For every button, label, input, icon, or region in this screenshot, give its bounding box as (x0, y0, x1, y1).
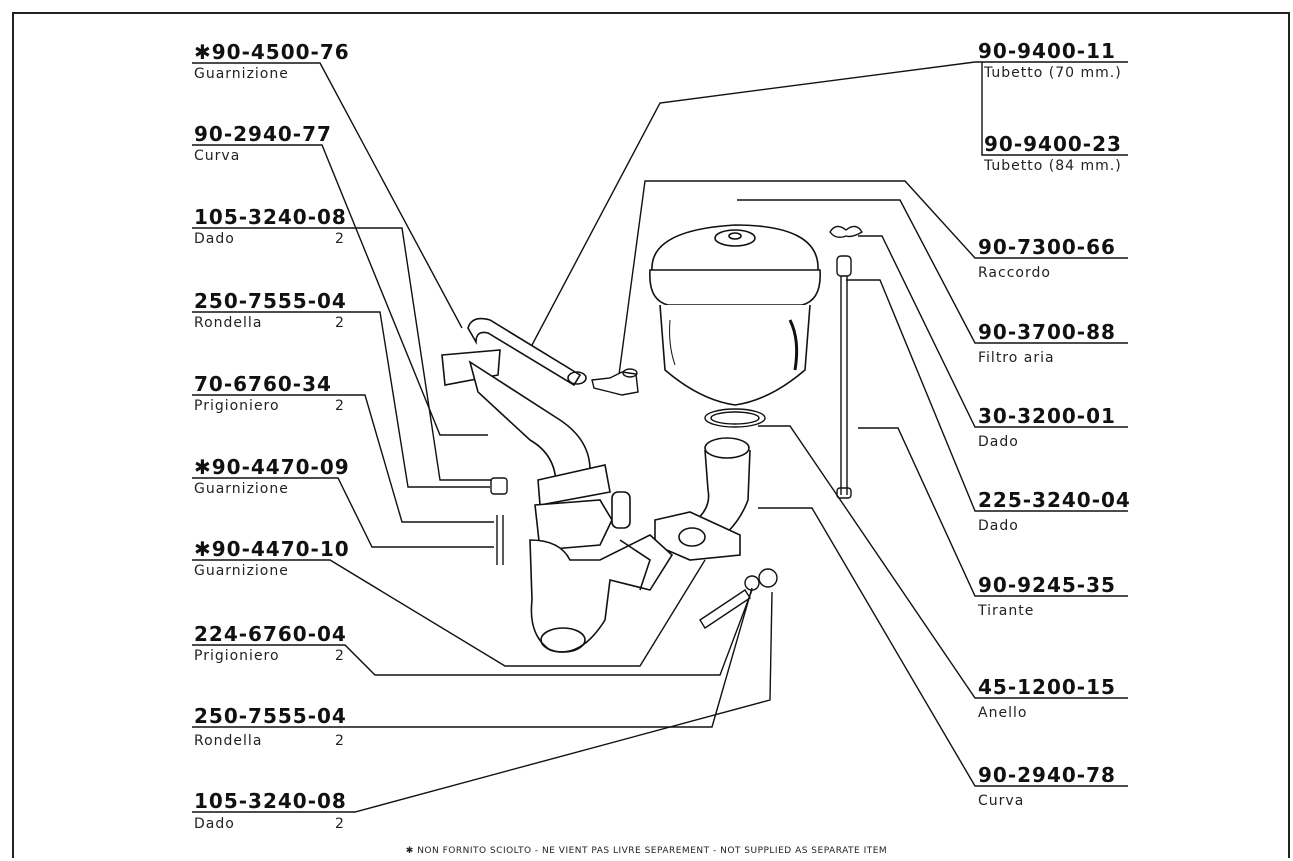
stud-drawing (699, 568, 778, 629)
right-part-1-name: Tubetto (70 mm.) (984, 65, 1122, 81)
left-part-9-qty: 2 (335, 733, 345, 749)
left-part-3-number: 105-3240-08 (194, 205, 347, 229)
right-part-7-name: Tirante (978, 603, 1035, 619)
left-part-5-name: Prigioniero (194, 398, 280, 414)
right-part-2-number: 90-9400-23 (984, 132, 1122, 156)
right-part-4-number: 90-3700-88 (978, 320, 1116, 344)
left-part-1-name: Guarnizione (194, 66, 289, 82)
left-part-9-number: 250-7555-04 (194, 704, 347, 728)
left-part-2-number: 90-2940-77 (194, 122, 332, 146)
air-filter-drawing (649, 224, 821, 406)
left-part-10-number: 105-3240-08 (194, 789, 347, 813)
left-part-1-number: ✱90-4500-76 (194, 40, 350, 64)
left-part-7-name: Guarnizione (194, 563, 289, 579)
left-part-3-name: Dado (194, 231, 235, 247)
left-part-10-name: Dado (194, 816, 235, 832)
carburettor-drawing (529, 491, 674, 653)
left-part-7-number: ✱90-4470-10 (194, 537, 350, 561)
right-part-8-number: 45-1200-15 (978, 675, 1116, 699)
left-part-2-name: Curva (194, 148, 241, 164)
right-part-3-number: 90-7300-66 (978, 235, 1116, 259)
left-part-8-name: Prigioniero (194, 648, 280, 664)
right-part-6-number: 225-3240-04 (978, 488, 1131, 512)
manifold-bend-drawing (441, 349, 611, 506)
right-part-9-name: Curva (978, 793, 1025, 809)
left-part-4-number: 250-7555-04 (194, 289, 347, 313)
elbow-bend-drawing (654, 437, 751, 561)
tie-rod-drawing (829, 225, 863, 499)
left-part-5-number: 70-6760-34 (194, 372, 332, 396)
leader-lines-left (192, 62, 773, 813)
left-part-4-qty: 2 (335, 315, 345, 331)
right-part-2-name: Tubetto (84 mm.) (984, 158, 1122, 174)
right-part-5-name: Dado (978, 434, 1019, 450)
right-part-9-number: 90-2940-78 (978, 763, 1116, 787)
tube-drawing (467, 317, 587, 387)
leader-lines-right (531, 61, 1128, 787)
left-part-10-qty: 2 (335, 816, 345, 832)
right-part-4-name: Filtro aria (978, 350, 1055, 366)
left-part-8-number: 224-6760-04 (194, 622, 347, 646)
right-part-6-name: Dado (978, 518, 1019, 534)
footnote: ✱ NON FORNITO SCIOLTO - NE VIENT PAS LIV… (405, 846, 888, 856)
filter-ring-drawing (704, 408, 766, 428)
page-border (12, 12, 1290, 858)
right-part-1-number: 90-9400-11 (978, 39, 1116, 63)
left-part-9-name: Rondella (194, 733, 263, 749)
fitting-drawing (591, 368, 639, 396)
right-part-8-name: Anello (978, 705, 1028, 721)
left-part-5-qty: 2 (335, 398, 345, 414)
right-part-7-number: 90-9245-35 (978, 573, 1116, 597)
left-part-6-number: ✱90-4470-09 (194, 455, 350, 479)
nut-washer-drawing (490, 477, 508, 565)
left-part-3-qty: 2 (335, 231, 345, 247)
left-part-6-name: Guarnizione (194, 481, 289, 497)
right-part-5-number: 30-3200-01 (978, 404, 1116, 428)
left-part-4-name: Rondella (194, 315, 263, 331)
right-part-3-name: Raccordo (978, 265, 1051, 281)
left-part-8-qty: 2 (335, 648, 345, 664)
